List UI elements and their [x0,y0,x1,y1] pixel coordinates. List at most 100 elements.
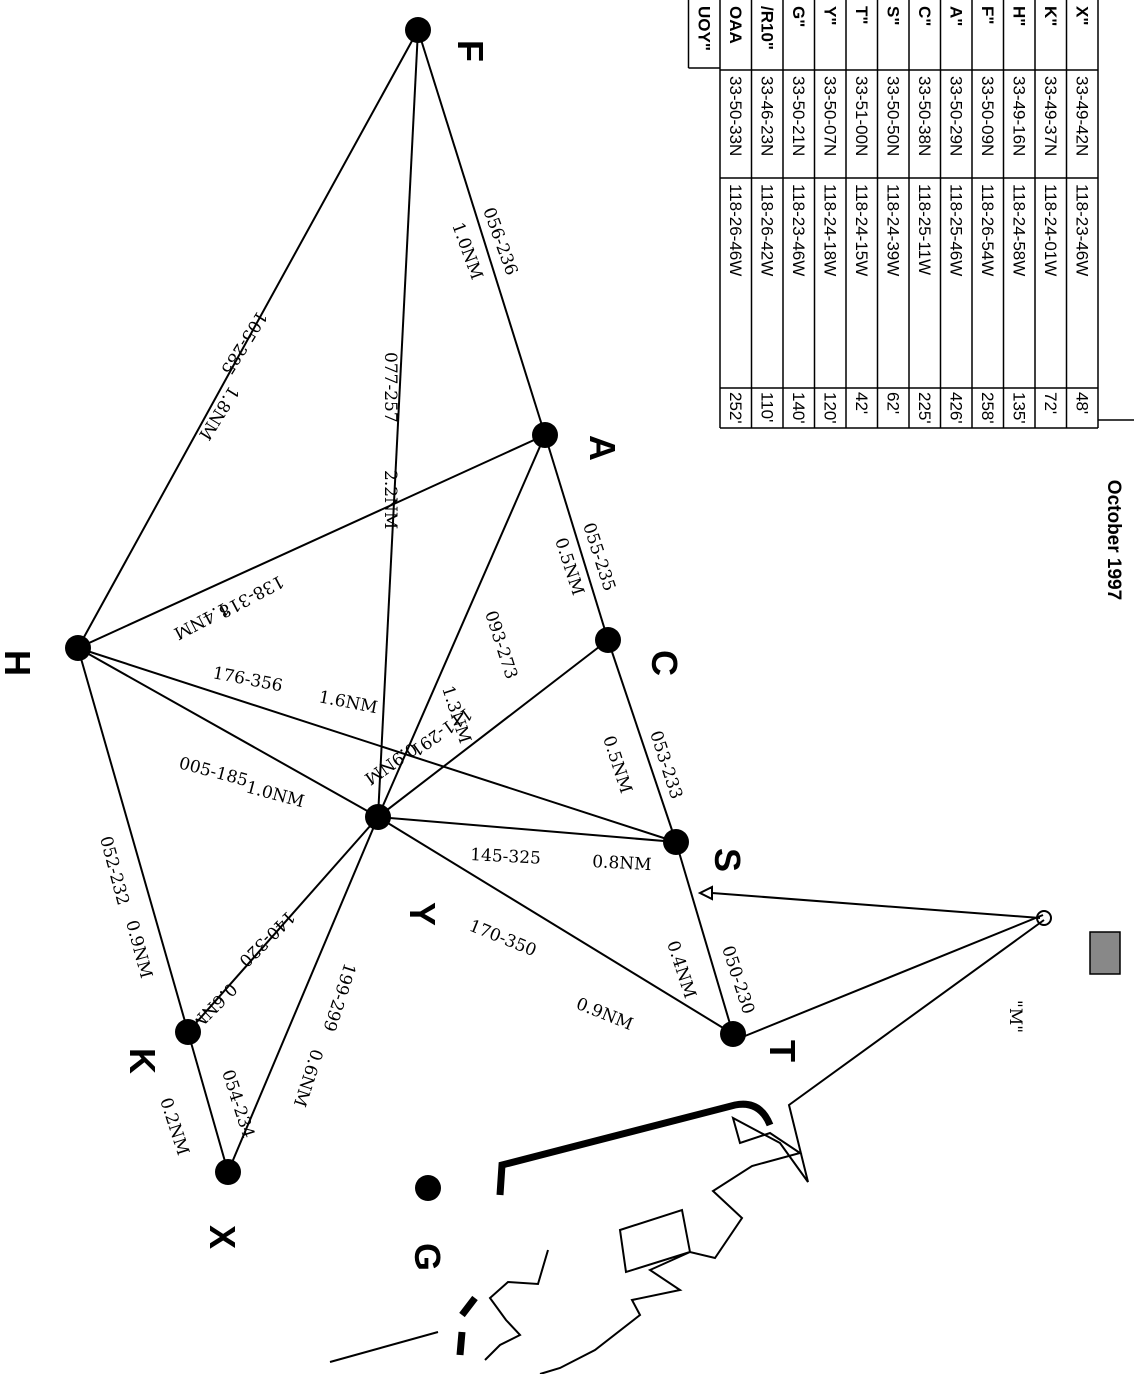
table-cell-name: OAA [726,6,745,44]
point-Y [365,804,391,830]
table-cell-lat: 33-50-07N [820,76,839,156]
segment-H-Y [77,647,379,818]
table-cell-name: G" [789,6,808,27]
segment-Y-T [377,816,734,1035]
point-labels: F A C S T Y H K X G [0,40,803,1271]
table-cell-name: C" [915,6,934,26]
table-cell-elev: 42' [852,392,871,414]
table-cell-name: H" [1009,6,1028,26]
flag-marker: "M" [697,885,1121,1039]
table-cell-lat: 33-49-42N [1072,76,1091,156]
point-label-K: K [122,1048,163,1074]
distance-label-C-Y: 0.9NM [361,738,421,788]
table-cell-lat: 33-46-23N [757,76,776,156]
survey-points [65,17,746,1201]
point-F [405,17,431,43]
segment-H-K [77,647,189,1033]
segment-Y-K [187,816,379,1033]
table-cell-elev: 135' [1009,392,1028,424]
point-label-Y: Y [402,902,443,926]
bearing-label-Y-K: 140-320 [235,906,299,970]
point-K [175,1019,201,1045]
segment-Y-X [227,816,379,1173]
point-label-H: H [0,650,38,676]
table-cell-lon: 118-24-18W [820,184,839,276]
bearing-label-H-K: 052-232 [95,834,133,907]
table-cell-lon: 118-23-46W [789,184,808,276]
network-lines [77,29,734,1173]
table-cell-name: UOY" [694,6,713,51]
table-outline [1097,0,1134,428]
point-C [595,627,621,653]
table-cell-name: T" [852,6,871,24]
distance-label-Y-X: 0.6NM [289,1046,326,1109]
distance-label-S-T: 0.4NM [662,938,699,1001]
marker-leader-line [697,885,1044,1039]
table-cell-lon: 118-24-58W [1009,184,1028,276]
table-cell-elev: 120' [820,392,839,424]
table-cell-name: K" [1041,6,1060,26]
point-S [663,829,689,855]
point-label-A: A [582,435,623,461]
pier-heavy-edge-2 [456,1295,478,1356]
point-label-C: C [644,650,685,676]
table-cell-elev: 258' [978,392,997,424]
point-G [415,1175,441,1201]
point-label-S: S [707,848,748,872]
table-cell-lon: 118-24-39W [883,184,902,276]
coordinate-table: October 1997 X" 33-49-42N 118-23-46W 48' K" 33… [687,0,1134,600]
segment-C-Y [377,639,609,818]
table-cell-lon: 118-25-46W [946,184,965,276]
table-title: October 1997 [1103,480,1124,600]
table-cell-elev: 110' [757,392,776,422]
distance-label-A-C: 0.5NM [550,535,587,598]
point-A [532,422,558,448]
table-cell-name: Y" [820,6,839,25]
point-label-G: G [407,1243,448,1271]
marker-label: "M" [1005,1000,1025,1033]
point-label-X: X [202,1225,243,1249]
marker-circle [1036,910,1052,926]
table-cell-name: F" [978,6,997,24]
table-cell-elev: 48' [1072,392,1091,414]
pier-outline-path [329,919,1045,1374]
pier-outline [329,919,1045,1374]
table-cell-lon: 118-24-01W [1041,184,1060,276]
segment-K-X [187,1031,229,1173]
table-cell-lat: 33-50-09N [978,76,997,156]
table-cell-name: A" [946,6,965,26]
segment-F-A [417,29,546,436]
bearing-label-K-X: 054-234 [217,1067,258,1140]
bearing-label-F-Y: 077-257 [380,352,400,423]
point-H [65,635,91,661]
table-cell-lon: 118-23-46W [1072,184,1091,276]
point-label-F: F [450,40,491,62]
distance-label-K-X: 0.2NM [155,1095,192,1158]
bearing-label-H-S: 176-356 [211,663,284,696]
table-cell-lat: 33-49-16N [1009,76,1028,156]
distance-label-H-Y: 1.0NM [244,778,306,813]
table-cell-elev: 426' [946,392,965,424]
distance-label-Y-T: 0.9NM [573,994,636,1035]
table-cell-elev: 252' [726,392,745,424]
point-X [215,1159,241,1185]
bearing-label-Y-S: 145-325 [470,845,542,869]
bearing-label-Y-X: 199-299 [318,960,359,1033]
segment-F-Y [377,29,419,818]
distance-label-H-S: 1.6NM [317,687,379,718]
table-cell-name: S" [883,6,902,25]
table-cell-lon: 118-26-54W [978,184,997,276]
table-cell-lon: 118-24-15W [852,184,871,276]
point-label-T: T [762,1040,803,1062]
segment-Y-S [377,816,677,843]
table-cell-lat: 33-50-50N [883,76,902,156]
distance-label-A-H: 1.4NM [170,598,232,644]
distance-label-Y-S: 0.8NM [592,852,652,875]
table-cell-name: X" [1072,6,1091,25]
bearing-label-C-S: 053-233 [645,728,686,801]
table-cell-lat: 33-50-29N [946,76,965,156]
table-cell-elev: 72' [1041,392,1060,414]
segment-A-C [544,434,609,641]
